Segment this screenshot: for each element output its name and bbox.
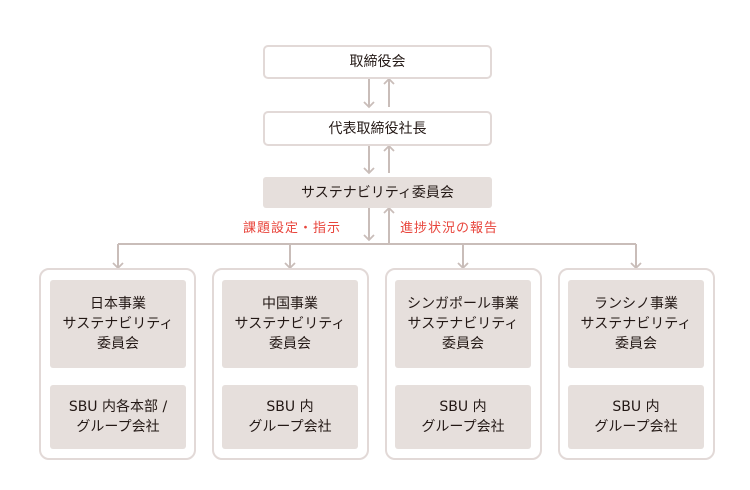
instruction-label: 課題設定・指示 bbox=[243, 221, 342, 236]
region-committee-4: ランシノ事業 サステナビリティ 委員会 bbox=[568, 280, 704, 368]
region-committee-2-line-3: 委員会 bbox=[268, 336, 311, 352]
board-label: 取締役会 bbox=[349, 54, 406, 70]
region-committee-1-line-2: サステナビリティ bbox=[62, 316, 174, 332]
region-sub-2: SBU 内 グループ会社 bbox=[222, 385, 358, 449]
region-committee-2: 中国事業 サステナビリティ 委員会 bbox=[222, 280, 358, 368]
region-committee-3-line-2: サステナビリティ bbox=[407, 316, 519, 332]
region-sub-4-line-2: グループ会社 bbox=[594, 419, 678, 435]
region-sub-1-line-2: グループ会社 bbox=[76, 419, 160, 435]
region-sub-3: SBU 内 グループ会社 bbox=[395, 385, 531, 449]
region-sub-1: SBU 内各本部 / グループ会社 bbox=[50, 385, 186, 449]
region-committee-4-line-1: ランシノ事業 bbox=[593, 296, 678, 312]
region-sub-2-line-1: SBU 内 bbox=[266, 399, 314, 415]
region-committee-1: 日本事業 サステナビリティ 委員会 bbox=[50, 280, 186, 368]
region-sub-4-line-1: SBU 内 bbox=[612, 399, 660, 415]
region-committee-1-line-1: 日本事業 bbox=[89, 296, 146, 312]
region-committee-1-line-3: 委員会 bbox=[96, 336, 139, 352]
region-sub-1-line-1: SBU 内各本部 / bbox=[68, 399, 168, 415]
region-committee-4-line-3: 委員会 bbox=[614, 336, 657, 352]
region-sub-3-line-2: グループ会社 bbox=[421, 419, 505, 435]
region-committee-2-line-2: サステナビリティ bbox=[234, 316, 346, 332]
report-label: 進捗状況の報告 bbox=[400, 221, 499, 236]
region-sub-3-line-1: SBU 内 bbox=[439, 399, 487, 415]
region-sub-2-line-2: グループ会社 bbox=[248, 419, 332, 435]
ceo-box: 代表取締役社長 bbox=[263, 111, 492, 146]
region-committee-3-line-1: シンガポール事業 bbox=[407, 296, 519, 312]
region-committee-3: シンガポール事業 サステナビリティ 委員会 bbox=[395, 280, 531, 368]
ceo-label: 代表取締役社長 bbox=[328, 120, 427, 137]
board-box: 取締役会 bbox=[263, 45, 492, 79]
region-committee-4-line-2: サステナビリティ bbox=[580, 316, 692, 332]
region-committee-2-line-1: 中国事業 bbox=[261, 296, 318, 312]
region-sub-4: SBU 内 グループ会社 bbox=[568, 385, 704, 449]
sustainability-committee-box: サステナビリティ委員会 bbox=[263, 177, 492, 208]
committee-label: サステナビリティ委員会 bbox=[301, 184, 454, 201]
region-committee-3-line-3: 委員会 bbox=[442, 336, 484, 352]
